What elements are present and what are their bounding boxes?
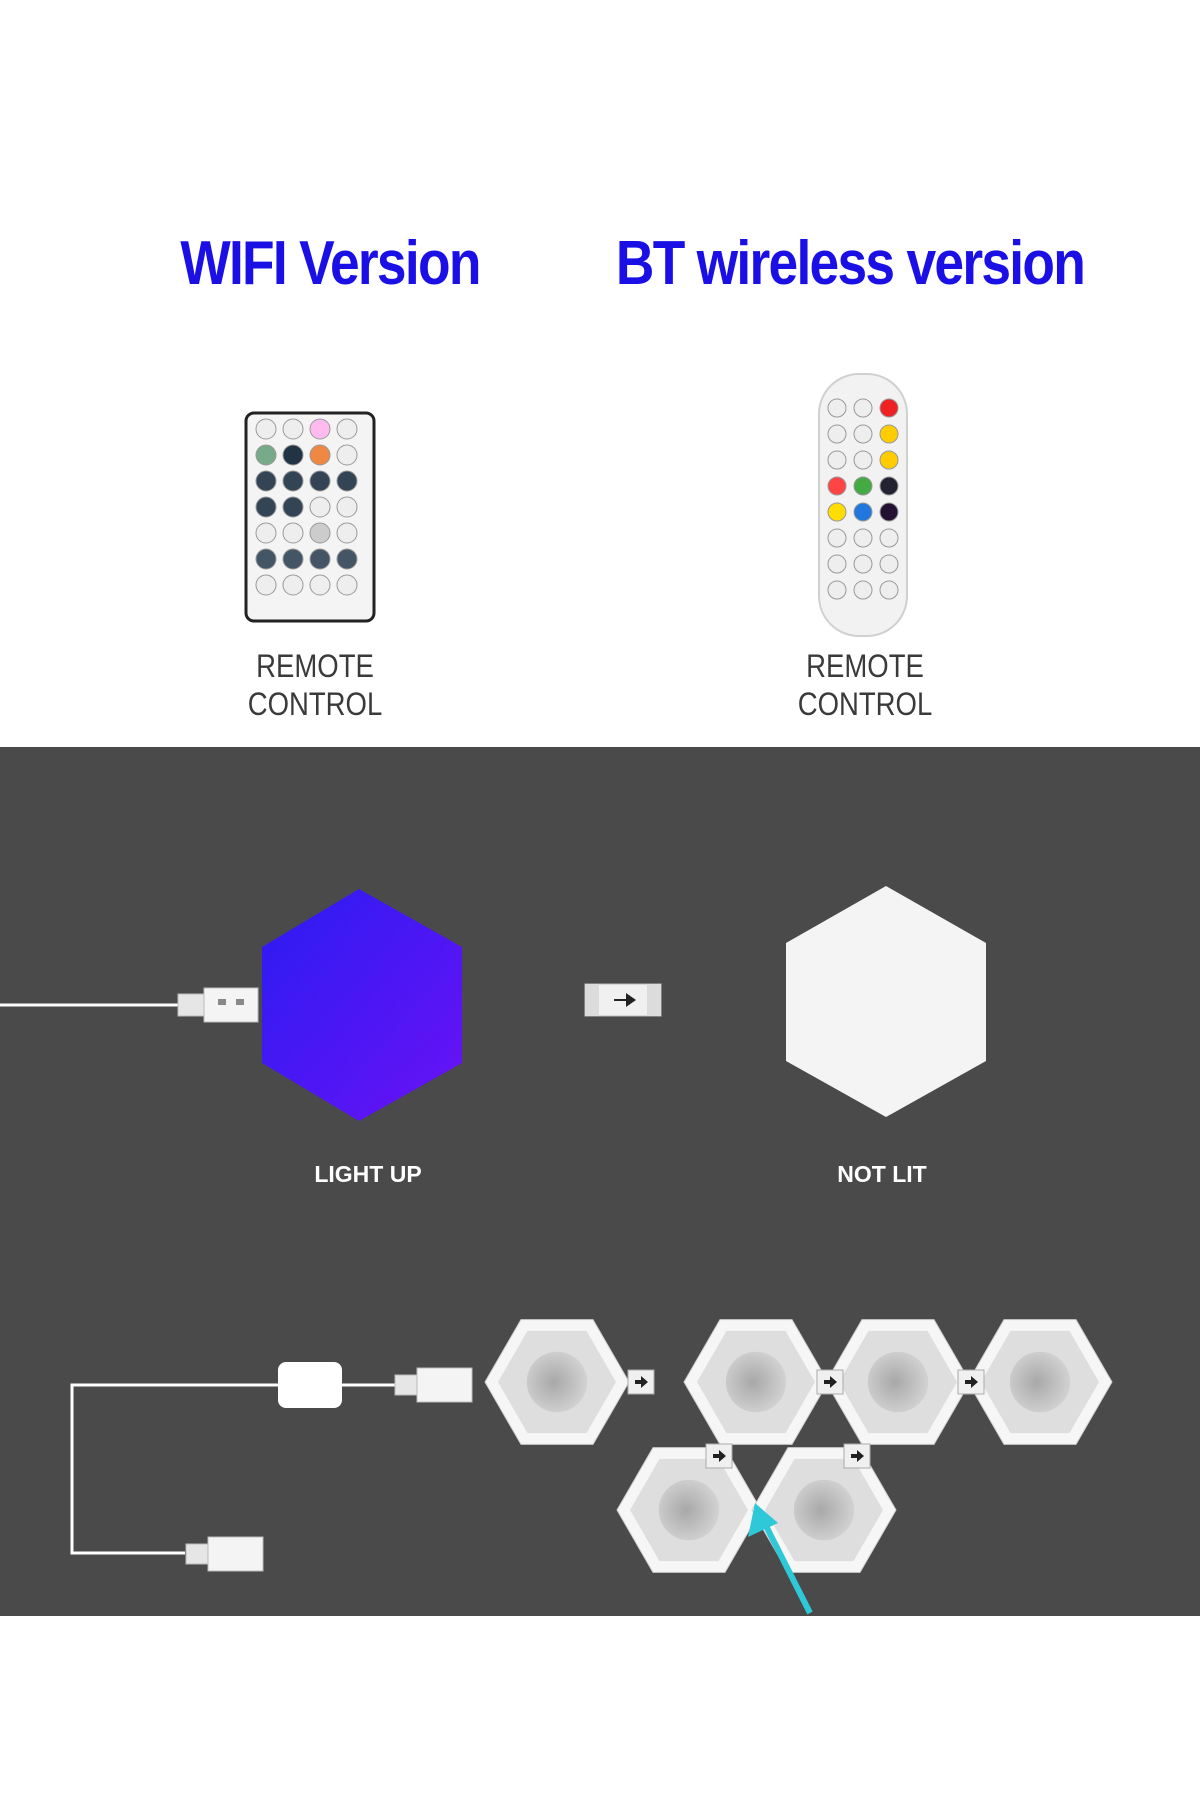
bt-remote-label: REMOTE CONTROL xyxy=(797,648,933,722)
hexagon-panel xyxy=(751,1447,897,1573)
wifi-remote-label: REMOTE CONTROL xyxy=(247,648,383,722)
light-up-label: LIGHT UP xyxy=(314,1161,422,1187)
connector-icon xyxy=(705,1443,733,1469)
bt-remote-image xyxy=(817,372,909,638)
hexagon-panel xyxy=(683,1319,829,1445)
hexagon-panel xyxy=(484,1319,630,1445)
usb-cable-loop xyxy=(70,1362,420,1555)
demo-panel: LIGHT UP NOT LIT xyxy=(0,747,1200,1616)
hexagon-panel xyxy=(825,1319,971,1445)
wifi-version-heading: WIFI Version xyxy=(180,229,481,298)
usb-plug-icon xyxy=(177,987,259,1023)
unlit-hexagon xyxy=(786,886,986,1117)
arrow-icon xyxy=(748,1503,813,1615)
usb-plug-icon xyxy=(394,1367,473,1403)
bt-version-heading: BT wireless version xyxy=(615,229,1086,298)
hexagon-panel xyxy=(616,1447,762,1573)
usb-plug-icon xyxy=(185,1536,264,1572)
connector-icon xyxy=(816,1369,844,1395)
connector-icon xyxy=(843,1443,871,1469)
not-lit-label: NOT LIT xyxy=(837,1161,927,1187)
connector-icon xyxy=(627,1369,655,1395)
connector-icon xyxy=(584,983,662,1017)
lit-hexagon xyxy=(262,889,462,1121)
connector-icon xyxy=(957,1369,985,1395)
hexagon-cluster xyxy=(484,1319,1113,1573)
wifi-remote-image xyxy=(244,411,376,623)
hexagon-panel xyxy=(967,1319,1113,1445)
